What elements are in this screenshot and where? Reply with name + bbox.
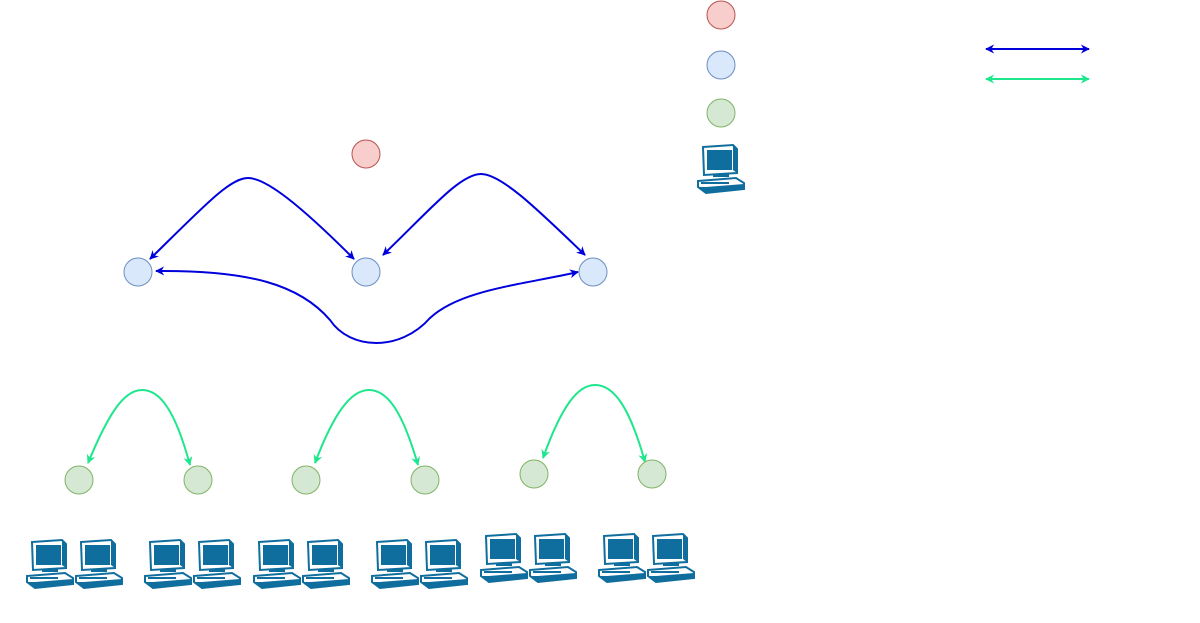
legend-leaf-node [706, 98, 736, 128]
mid-node-center [351, 257, 381, 287]
green-link-pair-3 [541, 383, 648, 463]
computer-icon [75, 539, 123, 589]
computer-icon [144, 539, 192, 589]
leaf-node-3 [291, 465, 321, 495]
computer-icon [26, 539, 74, 589]
computers [26, 533, 695, 589]
computer-icon [529, 533, 577, 583]
leaf-node-1 [64, 465, 94, 495]
blue-link-left-right [155, 266, 579, 344]
green-link-pair-2 [313, 388, 421, 466]
blue-links [149, 172, 586, 344]
root-node [351, 139, 381, 169]
computer-icon [193, 539, 241, 589]
blue-link-center-right [382, 172, 586, 256]
legend-root-node [706, 0, 736, 30]
mid-node-right [578, 257, 608, 287]
nodes [64, 139, 667, 495]
computer-icon [302, 539, 350, 589]
mid-node-left [123, 257, 153, 287]
computer-icon [371, 539, 419, 589]
computer-icon [480, 533, 528, 583]
green-links [86, 383, 648, 466]
green-link-pair-1 [86, 388, 193, 466]
legend-computer-icon [697, 144, 745, 194]
computer-icon [420, 539, 468, 589]
leaf-node-4 [410, 465, 440, 495]
leaf-node-2 [183, 465, 213, 495]
blue-link-left-center [149, 176, 355, 260]
leaf-node-5 [519, 459, 549, 489]
legend-mid-node [706, 50, 736, 80]
leaf-node-6 [637, 459, 667, 489]
computer-icon [598, 533, 646, 583]
computer-icon [253, 539, 301, 589]
computer-icon [647, 533, 695, 583]
legend [697, 0, 1090, 194]
